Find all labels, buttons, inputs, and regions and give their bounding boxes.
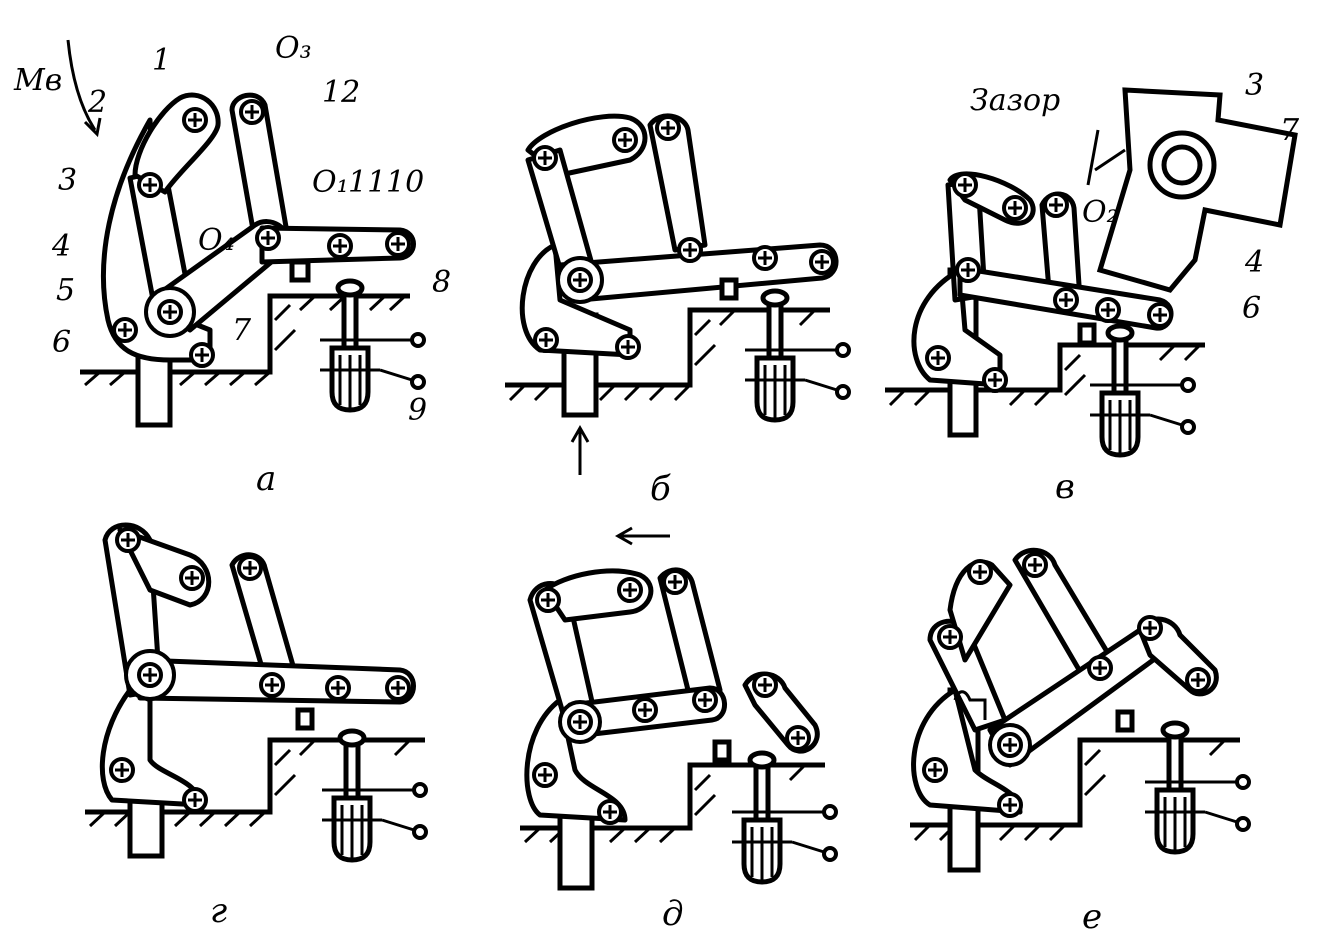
caption-v: в: [1055, 467, 1075, 507]
label-10: 10: [386, 165, 424, 200]
caption-e: е: [1082, 897, 1102, 937]
label-v-7: 7: [1280, 113, 1300, 148]
caption-g: г: [210, 891, 227, 931]
label-8: 8: [432, 265, 451, 300]
panel-v: Зазор O₂ 3 7 4 6 в: [885, 68, 1300, 507]
label-o3: O₃: [275, 31, 312, 66]
label-5: 5: [56, 273, 75, 308]
label-moment: Мв: [13, 63, 62, 98]
label-v-3: 3: [1245, 68, 1264, 103]
label-o1: O₁: [312, 165, 349, 200]
caption-d: д: [662, 894, 684, 934]
panel-g: г: [85, 522, 426, 931]
label-2: 2: [87, 85, 107, 120]
label-6: 6: [52, 325, 71, 360]
label-o4: O₄: [198, 223, 235, 258]
label-4: 4: [51, 229, 71, 264]
label-12: 12: [322, 75, 360, 110]
label-3: 3: [58, 163, 77, 198]
label-gap: Зазор: [970, 83, 1060, 118]
panel-a: Мв 1 2 3 4 5 6 7 8 9 10 11 12 O₁ O₃ O₄ а: [13, 31, 451, 499]
label-v-6: 6: [1242, 291, 1261, 326]
caption-a: а: [256, 459, 276, 499]
label-9: 9: [408, 393, 427, 428]
label-11: 11: [348, 165, 386, 200]
panel-e: е: [910, 548, 1249, 937]
label-v-4: 4: [1244, 245, 1264, 280]
panel-b: б: [505, 113, 849, 509]
label-7: 7: [232, 313, 252, 348]
panel-d: д: [520, 526, 836, 934]
label-1: 1: [152, 43, 171, 78]
caption-b: б: [650, 469, 671, 509]
label-o2: O₂: [1082, 195, 1119, 230]
